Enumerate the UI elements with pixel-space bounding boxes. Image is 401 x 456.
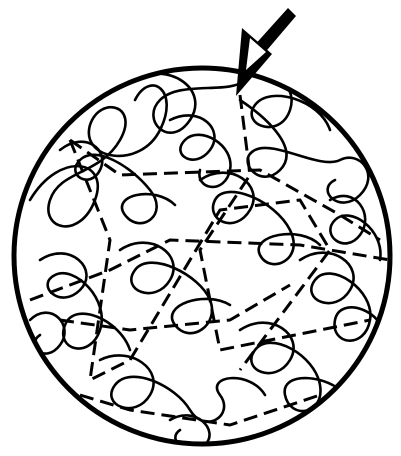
loop-strand (60, 142, 175, 223)
loop-strand (100, 355, 265, 421)
straight-segment-paths (30, 95, 390, 425)
loop-strand (130, 74, 330, 133)
loop-strand (240, 100, 368, 203)
pointer-arrow-icon (236, 8, 296, 96)
loop-strand (170, 115, 230, 187)
loop-strand (300, 253, 385, 341)
dashed-path (30, 240, 390, 300)
